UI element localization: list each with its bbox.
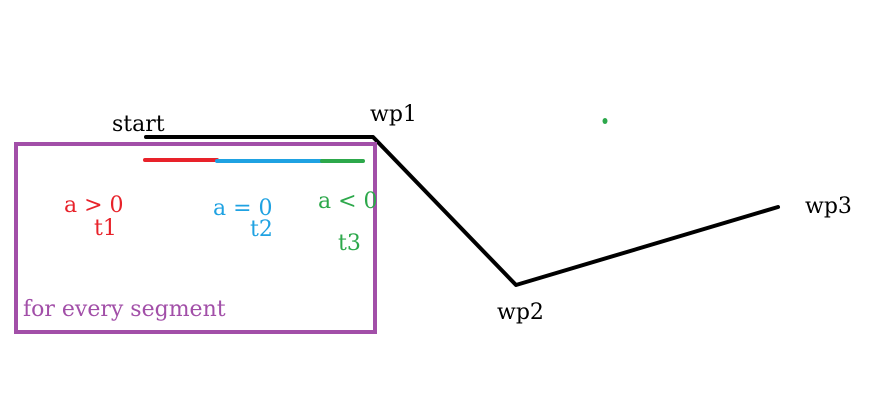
stray-dot xyxy=(602,118,608,124)
label-wp1: wp1 xyxy=(370,102,417,127)
label-start: start xyxy=(112,112,165,137)
phase-time-t3: t3 xyxy=(338,231,361,256)
phase-condition-decelerate: a < 0 xyxy=(318,189,378,214)
phase-condition-constant: a = 0 xyxy=(213,196,273,221)
label-wp3: wp3 xyxy=(805,194,852,219)
phase-condition-accelerate: a > 0 xyxy=(64,193,124,218)
waypoint-path xyxy=(144,135,780,287)
phase-time-t2: t2 xyxy=(250,217,273,242)
label-wp2: wp2 xyxy=(497,300,544,325)
segment-box xyxy=(14,142,377,334)
segment-caption: for every segment xyxy=(23,297,226,322)
phase-time-t1: t1 xyxy=(94,216,117,241)
